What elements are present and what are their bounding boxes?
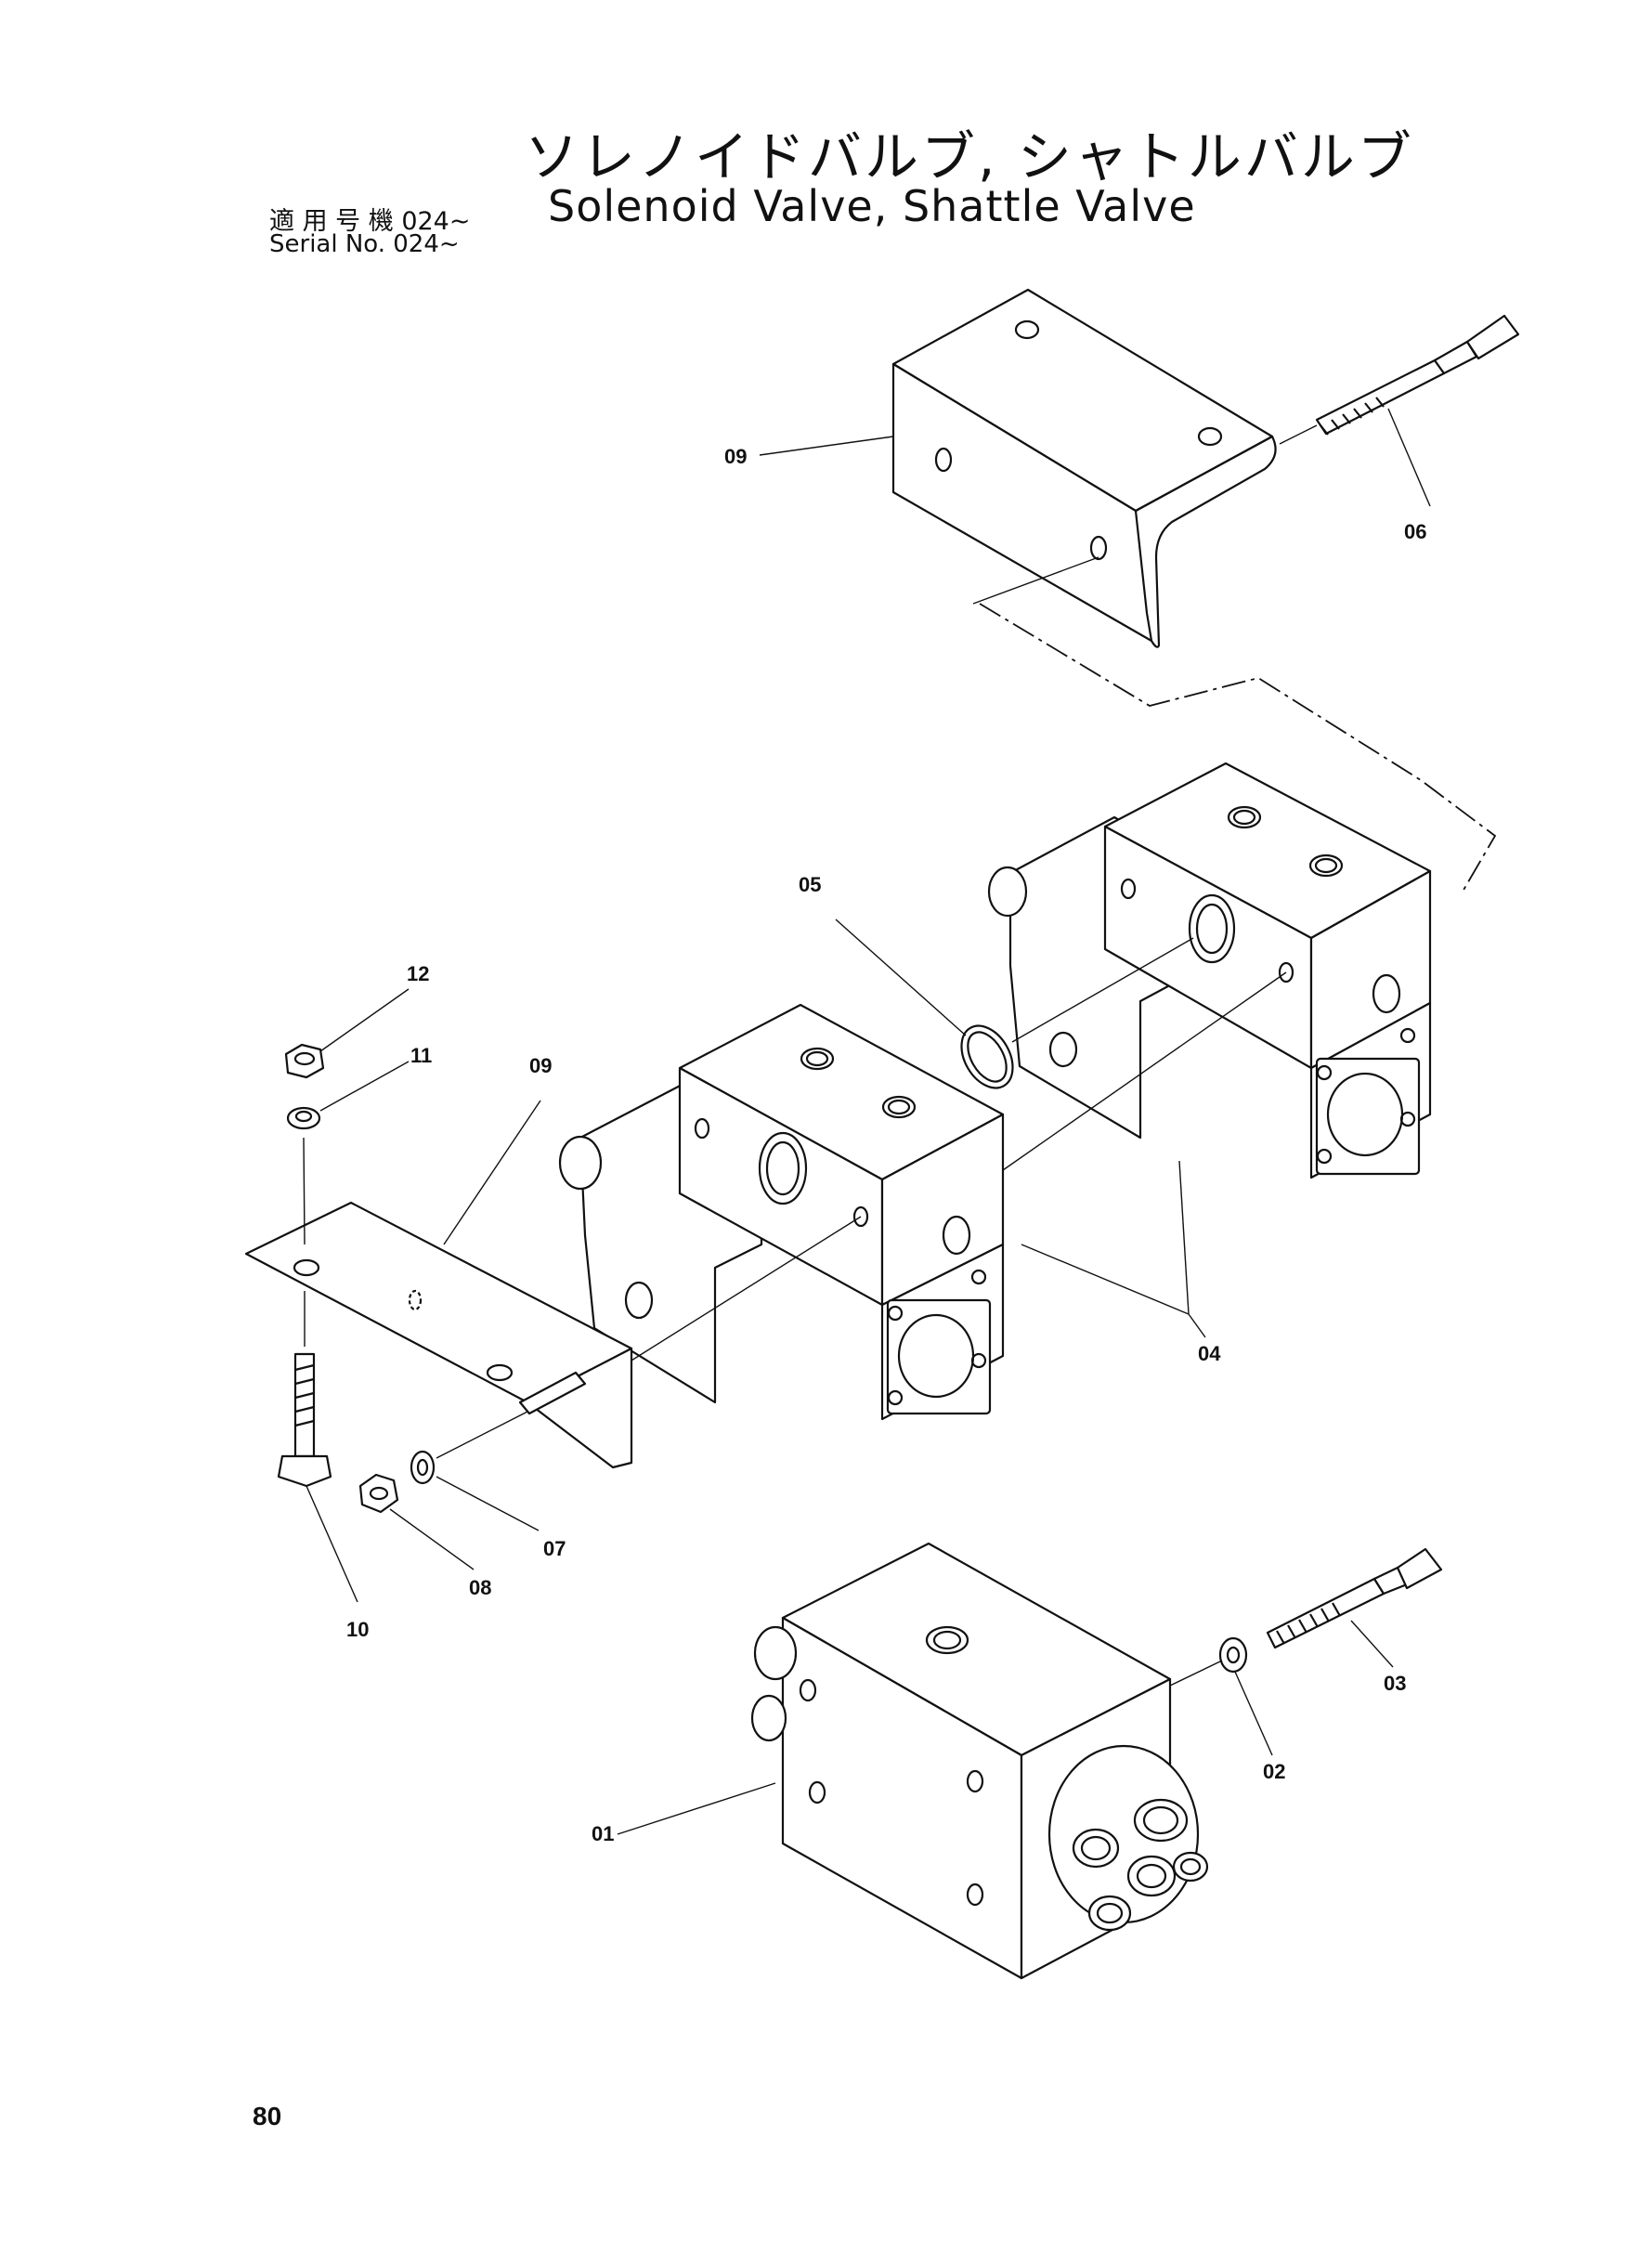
assembly-line-top	[979, 603, 1497, 892]
solenoid-valve-upper-part-04	[987, 762, 1432, 1179]
o-ring-part-05	[960, 1024, 1014, 1089]
assembly-line-nut	[436, 1411, 528, 1459]
callout-03: 03	[1384, 1672, 1407, 1695]
callout-04: 04	[1198, 1342, 1221, 1365]
assembly-line-shuttle	[1169, 1660, 1223, 1687]
bolt-part-03	[1266, 1547, 1443, 1649]
callout-02: 02	[1263, 1760, 1286, 1783]
assembly-line-bracket-hole	[972, 556, 1099, 605]
callout-09-top: 09	[724, 445, 748, 468]
washer-part-07	[410, 1450, 436, 1485]
page-title-japanese: ソレノイドバルブ, シャトルバルブ	[525, 125, 1414, 189]
callout-01: 01	[592, 1822, 615, 1845]
assembly-line-o-ring	[1011, 937, 1194, 1043]
washer-part-02	[1218, 1636, 1248, 1674]
callout-07: 07	[543, 1537, 566, 1560]
callout-05: 05	[799, 873, 822, 896]
callout-10: 10	[346, 1618, 370, 1641]
serial-label-english: Serial No. 024~	[269, 230, 460, 258]
nut-part-12	[284, 1043, 325, 1079]
callout-06: 06	[1404, 520, 1427, 543]
serial-label-japanese: 適 用 号 機 024~	[269, 207, 471, 236]
callout-09-left: 09	[529, 1054, 553, 1077]
bracket-plate-part-09	[244, 1201, 633, 1469]
page-title-english: Solenoid Valve, Shattle Valve	[548, 181, 1196, 231]
callout-08: 08	[469, 1576, 492, 1599]
callout-12: 12	[407, 962, 430, 985]
bracket-top-part-09	[891, 288, 1277, 648]
assembly-line-valve-upper	[1002, 971, 1287, 1171]
nut-part-08	[358, 1473, 399, 1514]
leader-lines	[306, 408, 1431, 1835]
solenoid-valve-lower-part-04	[558, 1003, 1005, 1421]
bolt-part-06	[1279, 314, 1520, 445]
page-number: 80	[253, 2102, 282, 2130]
callout-11: 11	[410, 1044, 433, 1067]
washer-part-11	[286, 1106, 321, 1130]
bolt-part-10	[277, 1352, 332, 1488]
assembly-line-valve-lower	[593, 1216, 862, 1385]
assembly-line-washer	[303, 1137, 306, 1245]
shuttle-valve-part-01	[750, 1542, 1209, 1980]
